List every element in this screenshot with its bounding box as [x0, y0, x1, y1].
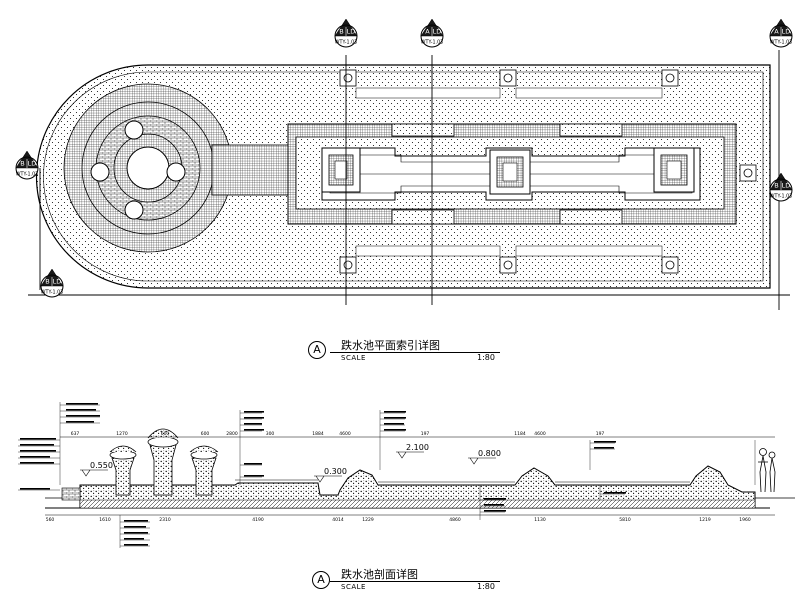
section-elevation-label: 0.800: [478, 449, 501, 458]
section-marker-ref: WTY-1.03: [41, 290, 63, 296]
section-dim-top: 1884: [312, 431, 324, 437]
plan-scale-label: SCALE: [341, 354, 366, 362]
section-elevation-label: 0.550: [90, 461, 113, 470]
section-dim-top: 1184: [514, 431, 526, 437]
section-marker-code: LD: [433, 28, 442, 36]
section-marker-letter: B: [339, 28, 343, 36]
plan-view: [20, 50, 790, 310]
section-dim-top: 300: [266, 431, 275, 437]
section-marker-ref: WTY-1.03: [16, 172, 38, 178]
section-dim-bottom: 1229: [362, 517, 374, 523]
section-marker-letter: A: [774, 28, 779, 36]
section-annotations-left: [18, 402, 756, 548]
section-dim-top: 600: [201, 431, 210, 437]
plan-paving-bands: [355, 87, 663, 257]
plan-basin-center: [489, 149, 531, 195]
section-dim-bottom: 5810: [619, 517, 631, 523]
section-water-line: [235, 479, 690, 483]
section-marker-ref: WTY-1.03: [421, 40, 443, 46]
plan-planter-bottom: [124, 200, 144, 220]
section-dim-top: 637: [71, 431, 80, 437]
section-marker: B LD WTY-1.03: [769, 172, 793, 202]
plan-channel: [211, 144, 289, 196]
plan-bay-top-2: [559, 123, 623, 137]
section-human-figures: [758, 448, 776, 493]
plan-circle-center: [126, 146, 170, 190]
section-dim-top: 1270: [116, 431, 128, 437]
section-dim-top: 197: [596, 431, 605, 437]
section-elevation-label: 2.100: [406, 443, 429, 452]
section-dim-bottom: 4190: [252, 517, 264, 523]
section-marker-code: LD: [53, 278, 62, 286]
section-wall-left: [61, 487, 81, 501]
section-body: [79, 465, 756, 509]
section-dim-top: 197: [421, 431, 430, 437]
section-elevation-label: 0.300: [324, 467, 347, 476]
section-marker-letter: B: [20, 160, 24, 168]
section-dim-bottom: 560: [46, 517, 55, 523]
section-marker-letter: B: [774, 182, 778, 190]
section-marker: B LD WTY-1.03: [40, 268, 64, 298]
section-urn-2: [147, 428, 179, 496]
section-dim-bottom: 1610: [99, 517, 111, 523]
section-elevation-markers: [80, 451, 496, 483]
plan-basin-left: [321, 147, 361, 193]
section-title-rule: [330, 581, 500, 582]
plan-outer-border: [43, 71, 764, 282]
section-dim-top: 2800: [226, 431, 238, 437]
section-dim-top: 4600: [534, 431, 546, 437]
section-marker-ref: WTY-1.03: [335, 40, 357, 46]
plan-title-rule: [330, 352, 500, 353]
section-marker-ref: WTY-1.03: [770, 194, 792, 200]
plan-bay-bottom-2: [559, 209, 623, 225]
section-foundation: [79, 499, 756, 509]
section-dim-top: 600: [161, 431, 170, 437]
plan-planter-top: [124, 120, 144, 140]
section-dim-bottom: 4014: [332, 517, 344, 523]
plan-title: 跌水池平面索引详图: [341, 339, 440, 352]
plan-callout-circle: A: [308, 341, 326, 359]
section-dim-bottom: 4860: [449, 517, 461, 523]
section-urn-1: [109, 445, 137, 496]
text-layer: 0.550 0.300 2.100 0.800 637 1270 600 600 2800 300…: [46, 431, 751, 523]
section-dim-bottom: 1219: [699, 517, 711, 523]
section-scale-value: 1:80: [477, 582, 495, 591]
section-urn-3: [189, 445, 219, 496]
section-scale-label: SCALE: [341, 583, 366, 591]
plan-planter-left: [90, 162, 110, 182]
plan-bay-bottom-1: [391, 209, 455, 225]
section-marker: B LD WTY-1.03: [15, 150, 39, 180]
section-marker: B LD WTY-1.03: [334, 18, 358, 48]
plan-basin-right: [653, 147, 695, 193]
section-dim-top: 4600: [339, 431, 351, 437]
section-marker-code: LD: [782, 28, 791, 36]
section-callout-circle: A: [312, 571, 330, 589]
section-marker-code: LD: [782, 182, 791, 190]
section-marker-code: LD: [28, 160, 37, 168]
section-view: [18, 402, 795, 548]
section-marker-ref: WTY-1.03: [770, 40, 792, 46]
section-marker-letter: A: [425, 28, 430, 36]
plan-lights: [339, 69, 757, 274]
section-dim-bottom: 1960: [739, 517, 751, 523]
plan-planter-right: [166, 162, 186, 182]
section-annotation-texts: [20, 403, 626, 546]
plan-scale-value: 1:80: [477, 353, 495, 362]
section-marker-letter: B: [45, 278, 49, 286]
plan-bay-top-1: [391, 123, 455, 137]
section-marker-code: LD: [347, 28, 356, 36]
section-dim-bottom: 1130: [534, 517, 546, 523]
section-dim-bottom: 2310: [159, 517, 171, 523]
section-title: 跌水池剖面详图: [341, 568, 418, 581]
